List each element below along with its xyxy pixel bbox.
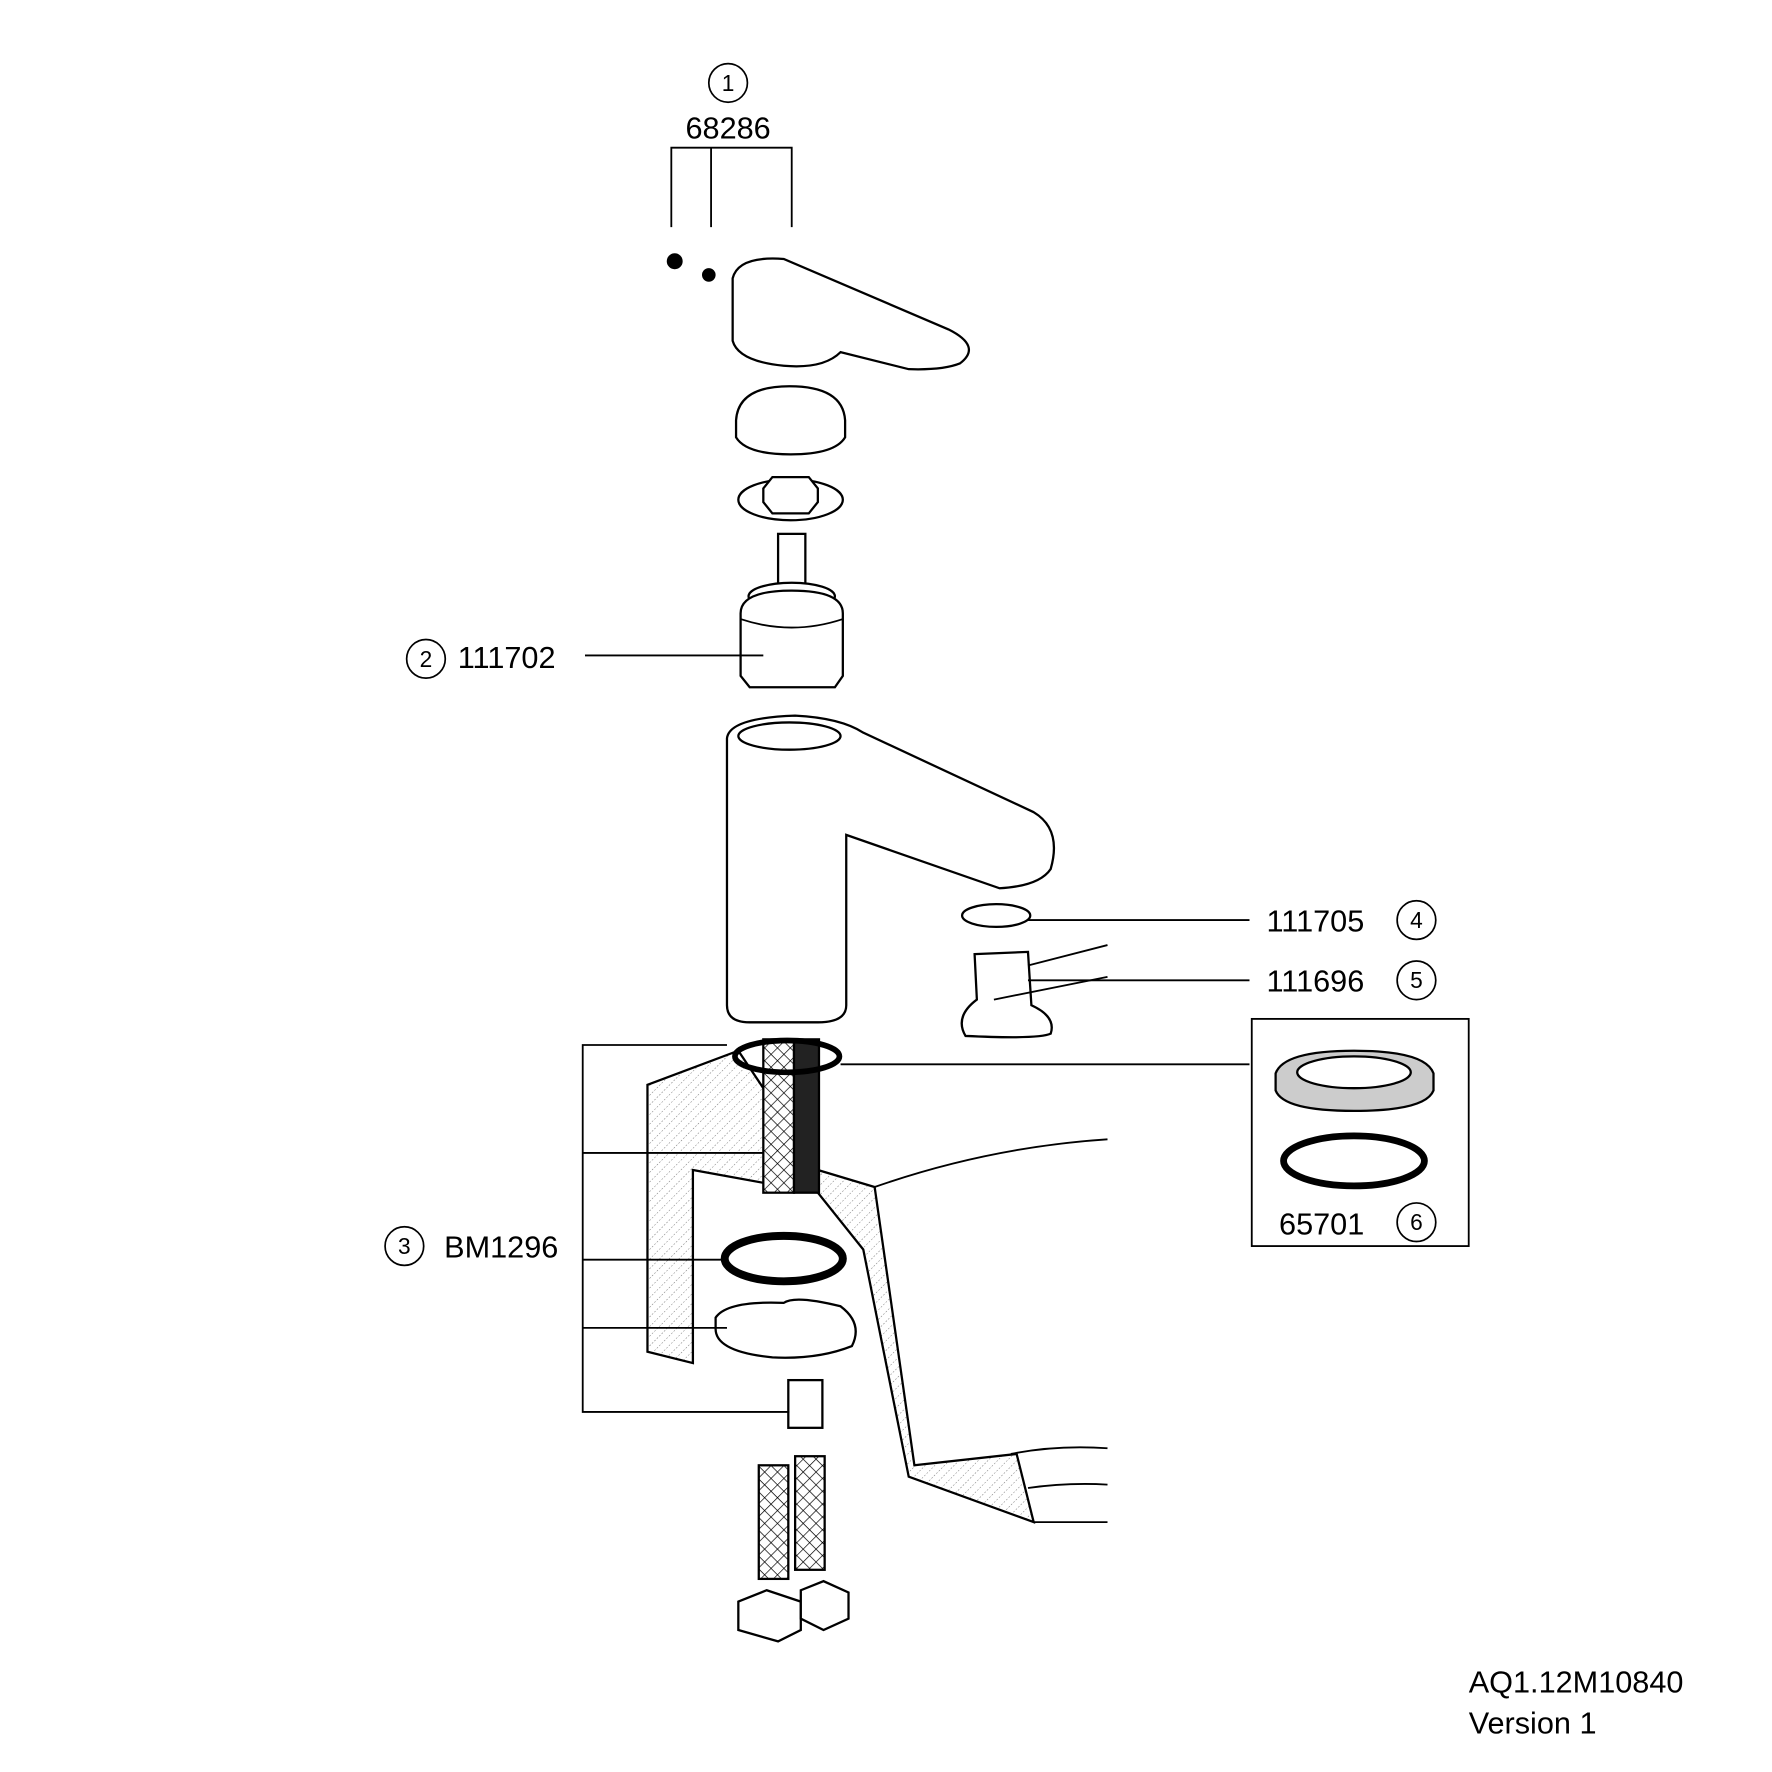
- handle-lever: [731, 257, 971, 371]
- callout-part-4: 111705 4: [1027, 899, 1437, 941]
- part-1-index: 1: [722, 70, 735, 96]
- part-5-index: 5: [1410, 967, 1423, 993]
- grub-screw: [666, 253, 683, 270]
- part-3-index: 3: [398, 1233, 411, 1259]
- part-4-index: 4: [1410, 907, 1423, 933]
- cartridge: [739, 532, 844, 689]
- part-4-number: 111705: [1267, 904, 1365, 938]
- mounting-plate: [714, 1298, 857, 1359]
- part-1-number: 68286: [685, 112, 770, 146]
- grub-screw: [701, 268, 716, 282]
- part-6-index: 6: [1410, 1209, 1423, 1235]
- aerator-seal: [960, 903, 1032, 929]
- part-3-number: BM1296: [444, 1230, 558, 1264]
- hose-left: [762, 1038, 796, 1194]
- supply-hoses: [737, 1455, 850, 1643]
- callout-part-3: 3 BM1296: [384, 1044, 790, 1413]
- part-2-index: 2: [420, 646, 433, 672]
- stud-nut: [787, 1378, 824, 1429]
- part-6-number: 65701: [1279, 1208, 1364, 1242]
- cover-cap: [734, 385, 847, 456]
- seal-ring: [1280, 1132, 1428, 1190]
- drawing-version: Version 1: [1469, 1706, 1597, 1740]
- spacer-ring: [1274, 1049, 1435, 1113]
- callout-part-5: 111696 5: [1027, 960, 1437, 1001]
- drawing-code: AQ1.12M10840: [1469, 1665, 1684, 1699]
- hose-right: [792, 1038, 821, 1194]
- basin-outline: [874, 1138, 1108, 1524]
- o-ring: [732, 1037, 843, 1076]
- hex-nut: [737, 475, 844, 522]
- base-gasket: [720, 1231, 847, 1286]
- countertop-section: [646, 1049, 1036, 1524]
- aerator-key: [960, 944, 1108, 1039]
- part-2-number: 111702: [458, 641, 556, 675]
- faucet-body: [725, 714, 1055, 1024]
- callout-part-6: 65701 6: [840, 1017, 1470, 1247]
- callout-part-1: 1 68286: [670, 62, 793, 228]
- part-5-number: 111696: [1267, 965, 1365, 999]
- callout-part-2: 2 111702: [405, 638, 764, 679]
